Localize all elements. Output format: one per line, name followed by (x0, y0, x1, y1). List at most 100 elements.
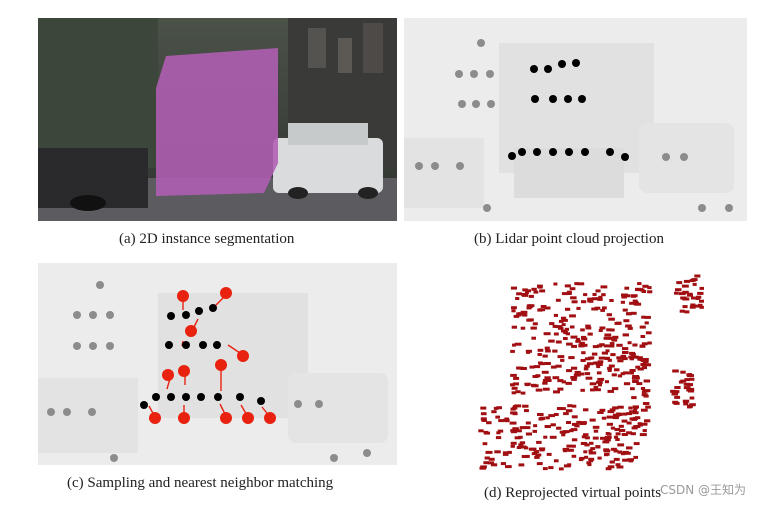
virtual-point (543, 435, 548, 439)
virtual-point (525, 421, 531, 425)
virtual-point (605, 432, 610, 435)
virtual-point (560, 407, 566, 411)
virtual-point (644, 419, 651, 423)
virtual-point (639, 288, 645, 292)
faded-scene-with-matching (38, 263, 397, 465)
virtual-point (569, 314, 576, 318)
virtual-point (522, 404, 529, 408)
virtual-point (512, 427, 519, 431)
virtual-point (680, 296, 687, 300)
virtual-point (612, 335, 619, 339)
virtual-point (561, 380, 566, 384)
virtual-point (640, 387, 646, 390)
virtual-point (635, 365, 641, 369)
virtual-point (640, 335, 646, 338)
virtual-point (674, 291, 679, 295)
virtual-point (616, 413, 623, 416)
virtual-point (612, 406, 619, 410)
virtual-point (595, 445, 601, 449)
virtual-point (516, 312, 523, 316)
virtual-point (510, 430, 517, 434)
virtual-point (563, 464, 571, 468)
virtual-point (581, 335, 587, 339)
virtual-point (524, 382, 531, 386)
virtual-point (588, 449, 593, 453)
panel-c-sampling-matching (38, 263, 397, 465)
virtual-point (537, 308, 543, 312)
virtual-point (623, 371, 630, 375)
virtual-point (480, 406, 487, 410)
virtual-point (589, 441, 594, 445)
virtual-point (510, 411, 517, 415)
virtual-point (532, 429, 537, 433)
virtual-point (555, 298, 561, 302)
virtual-point (672, 369, 679, 373)
virtual-point (699, 286, 704, 290)
virtual-point (526, 306, 532, 310)
virtual-point (569, 429, 574, 433)
virtual-point (585, 324, 591, 328)
virtual-point (571, 422, 579, 426)
virtual-point (536, 462, 543, 466)
panel-b-lidar-projection (404, 18, 747, 221)
virtual-point (565, 307, 571, 311)
virtual-point (621, 419, 628, 423)
virtual-point (632, 405, 639, 409)
virtual-point (647, 286, 652, 290)
virtual-point (680, 379, 687, 383)
virtual-point (637, 367, 644, 371)
virtual-point (639, 344, 646, 348)
virtual-point (644, 321, 649, 325)
virtual-point (516, 292, 522, 296)
virtual-point (621, 293, 628, 297)
virtual-point (558, 319, 564, 323)
virtual-point (695, 304, 701, 308)
virtual-point (623, 319, 630, 323)
virtual-point (510, 383, 515, 387)
virtual-point (682, 399, 690, 403)
virtual-point (601, 351, 608, 355)
virtual-point (639, 433, 647, 437)
virtual-point (549, 435, 557, 439)
virtual-point (637, 422, 642, 426)
virtual-point (491, 410, 497, 414)
virtual-point (627, 458, 634, 462)
virtual-point (641, 315, 646, 319)
virtual-point (631, 426, 638, 430)
virtual-point (622, 308, 628, 312)
virtual-point (616, 356, 623, 360)
virtual-point (613, 435, 619, 439)
virtual-point (571, 454, 577, 458)
virtual-point (635, 416, 641, 420)
virtual-point (608, 317, 615, 321)
virtual-point (678, 292, 686, 296)
virtual-point (553, 282, 558, 286)
virtual-point (687, 374, 694, 378)
virtual-point (488, 457, 495, 461)
virtual-point (557, 387, 564, 391)
virtual-point (531, 287, 537, 291)
virtual-point (510, 373, 517, 377)
virtual-point (512, 382, 519, 386)
virtual-point (513, 314, 520, 318)
virtual-point (603, 336, 611, 340)
virtual-point (539, 289, 546, 293)
virtual-point (526, 304, 533, 308)
virtual-point (629, 301, 634, 305)
virtual-point (585, 326, 592, 330)
virtual-point (539, 447, 546, 451)
virtual-point (644, 363, 652, 367)
virtual-point (626, 294, 631, 298)
virtual-point (620, 300, 625, 304)
virtual-point (566, 369, 573, 373)
virtual-point (520, 391, 526, 395)
virtual-point (621, 433, 628, 436)
virtual-point (522, 288, 528, 292)
virtual-point (631, 294, 636, 298)
virtual-point (564, 327, 569, 331)
virtual-point (596, 363, 603, 366)
virtual-point (683, 402, 689, 406)
virtual-point (502, 452, 509, 456)
virtual-point (615, 463, 621, 467)
virtual-point (605, 349, 610, 353)
